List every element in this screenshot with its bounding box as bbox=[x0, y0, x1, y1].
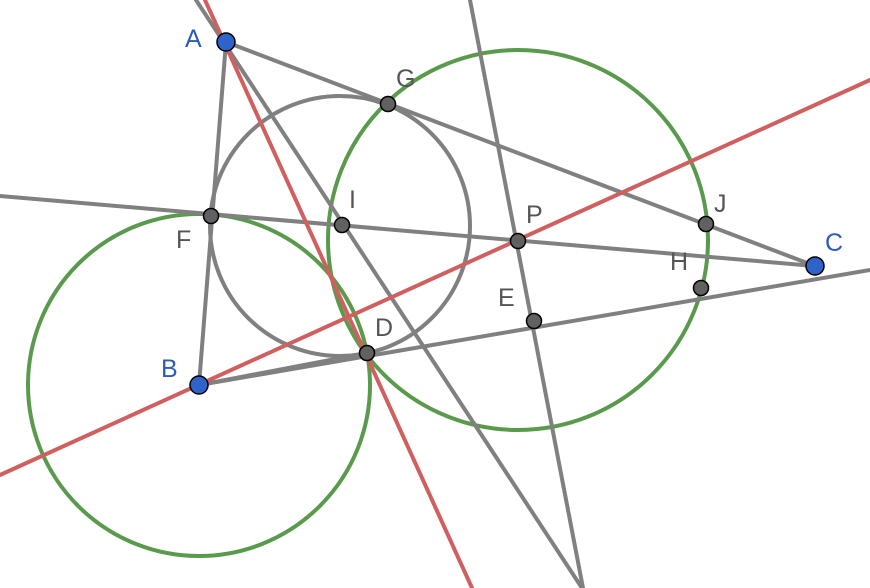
label-p: P bbox=[526, 201, 543, 229]
circles bbox=[26, 48, 710, 558]
label-d: D bbox=[375, 314, 393, 342]
label-b: B bbox=[161, 355, 178, 383]
point-g[interactable] bbox=[379, 95, 397, 113]
label-g: G bbox=[396, 65, 415, 93]
line-through-p-e[interactable] bbox=[468, 0, 585, 588]
point-f[interactable] bbox=[202, 207, 220, 225]
point-p[interactable] bbox=[509, 232, 527, 250]
point-b[interactable] bbox=[189, 375, 209, 395]
label-j: J bbox=[714, 190, 727, 218]
label-a: A bbox=[185, 25, 202, 53]
points bbox=[189, 32, 825, 395]
point-d[interactable] bbox=[358, 344, 376, 362]
label-i: I bbox=[349, 186, 356, 214]
point-h[interactable] bbox=[692, 279, 710, 297]
label-c: C bbox=[825, 229, 843, 257]
label-e: E bbox=[498, 284, 515, 312]
segment-a-c[interactable] bbox=[224, 40, 817, 268]
point-labels: A B C D E F G H I J P bbox=[161, 25, 843, 383]
point-e[interactable] bbox=[525, 312, 543, 330]
circle-through-g-j-h-d[interactable] bbox=[326, 48, 710, 432]
point-i[interactable] bbox=[333, 216, 351, 234]
label-f: F bbox=[176, 226, 191, 254]
point-j[interactable] bbox=[697, 215, 715, 233]
line-through-a-d[interactable] bbox=[194, 0, 584, 588]
segment-b-d[interactable] bbox=[197, 351, 369, 387]
line-through-f-p[interactable] bbox=[0, 194, 817, 268]
red-line-through-b-p[interactable] bbox=[0, 78, 870, 477]
point-a[interactable] bbox=[216, 32, 236, 52]
point-c[interactable] bbox=[805, 256, 825, 276]
red-line-through-a-d[interactable] bbox=[203, 0, 474, 588]
label-h: H bbox=[670, 248, 688, 276]
